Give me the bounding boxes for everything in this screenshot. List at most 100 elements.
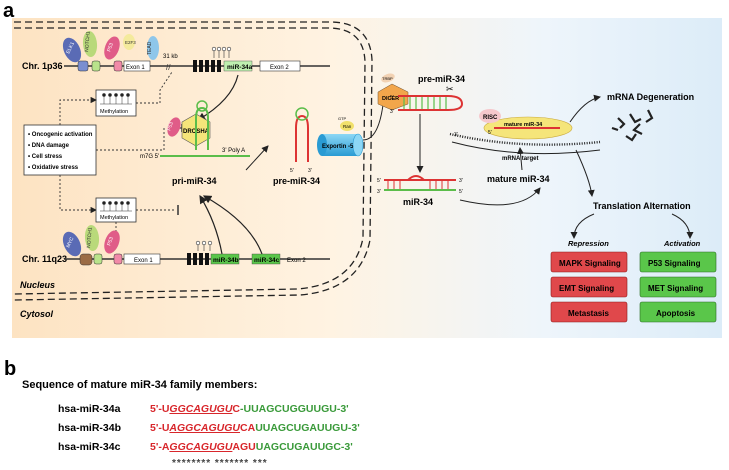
activation-box [639,276,717,298]
svg-text:mature miR-34: mature miR-34 [504,122,543,128]
risc-label: RISC [483,115,498,121]
mir34-duplex-label: miR-34 [403,197,433,207]
svg-text:Exon 2: Exon 2 [287,258,306,264]
sequence: 5'-UAGGCAGUGUCAUUAGCUGAUUGU-3' [150,422,360,434]
svg-text:✂: ✂ [446,84,454,94]
risc-complex: RISC mature miR-34 5' [479,109,573,140]
stress-list: • Oncogenic activation • DNA damage • Ce… [28,132,93,171]
chr11-cpg-island [187,253,209,265]
pri-mir-label: pri-miR-34 [172,176,217,186]
stress-item: • DNA damage [28,143,70,149]
nuclear-envelope-outer [13,21,373,301]
svg-text:5': 5' [390,95,394,101]
stress-item: • Oncogenic activation [28,132,93,138]
sequence: 5'-UGGCAGUGUC-UUAGCUGGUUGU-3' [150,403,349,415]
repression-list: MAPK Signaling EMT Signaling Metastasis [550,251,628,323]
svg-text:5': 5' [459,189,463,195]
mir34a-gene [223,60,253,72]
panel-b-label: b [4,358,17,380]
stress-box [23,124,97,176]
ran-gtp: Ran GTP [338,116,354,131]
svg-text:5': 5' [377,178,381,184]
chr1-methyl-pins [211,46,232,58]
stress-item: • Cell stress [28,154,63,160]
activation-title: Activation [663,239,701,248]
repression-box [550,301,628,323]
cytosol-label: Cytosol [20,309,54,319]
repression-item: Metastasis [568,309,609,318]
chr11-transcription-factors: MYC NOTCH1 P53 [62,225,120,257]
mir34-duplex: 5' 3' 3' 5' [377,175,463,195]
chr1-cpg-island [193,60,221,72]
mrna-degeneration-label: mRNA Degeneration [607,92,694,102]
svg-text:TEAD: TEAD [147,41,153,55]
repression-item: MAPK Signaling [559,259,621,268]
pre-mir-hairpin-nucleus [295,114,309,162]
svg-text:ELK1: ELK1 [65,41,76,55]
pri-mir-hairpin [195,106,209,150]
nucleus-label: Nucleus [20,280,55,290]
pre-mir-nucleus-label: pre-miR-34 [273,176,320,186]
methylation-label-2: Methylation [100,215,128,221]
svg-text:3': 3' [377,189,381,195]
chr1-exon1 [123,60,151,72]
svg-text:Ran: Ran [343,124,352,129]
pre-mir-cyto-label: pre-miR-34 [418,74,465,84]
activation-item: Apoptosis [656,309,696,318]
chr1-exon1-label: Exon 1 [126,65,145,71]
svg-text:P53: P53 [106,236,115,247]
dicer: DICER TRBP [377,73,409,111]
svg-text:E2F3: E2F3 [125,40,136,45]
svg-text:Exon 1: Exon 1 [134,258,153,264]
sequence: 5'-AGGCAGUGUAGUUAGCUGAUUGC-3' [150,441,353,453]
methylation-label-1: Methylation [100,109,128,115]
svg-text:TRBP: TRBP [382,76,393,81]
mrna-target-label: mRNA target [502,156,538,162]
nuclear-envelope-inner [13,27,366,295]
repression-title: Repression [568,239,609,248]
svg-text:3': 3' [454,132,458,138]
pre-mir-duplex-cyto: 5' 3' [390,95,464,115]
mrna-target-strand [449,132,601,146]
chr1-exon2 [259,60,301,72]
chr1-promoter-box-3 [113,60,123,72]
svg-text://: // [166,63,171,72]
svg-text:GTP: GTP [338,116,347,121]
conservation-stars: ******** ******* *** [172,458,268,469]
activation-box [639,251,717,273]
mir34b-gene [210,253,240,265]
chr1-exon2-label: Exon 2 [270,65,289,71]
chr1-transcription-factors: ELK1 NOTCH1 P53 E2F3 TEAD [62,31,159,63]
svg-text:P53: P53 [166,121,175,132]
sequence-name: hsa-miR-34c [58,441,121,453]
svg-text:5': 5' [488,130,492,136]
svg-text:MYC: MYC [65,236,75,249]
repression-box [550,276,628,298]
svg-text:3': 3' [459,178,463,184]
svg-text:NOTCH1: NOTCH1 [84,31,92,52]
dicer-label: DICER [382,96,399,102]
degraded-mrna-fragments [611,109,654,142]
mir34c-gene [251,253,281,265]
activation-item: P53 Signaling [648,259,701,268]
svg-text:P53: P53 [106,42,115,53]
exportin-5: Exportin -5 [317,133,364,157]
svg-text:3': 3' [390,109,394,115]
svg-text:miR-34c: miR-34c [254,257,280,264]
panel-a-label: a [3,0,15,22]
chr1-promoter-box-2 [91,60,101,72]
translation-alternation-label: Translation Alternation [593,201,691,211]
svg-text:Exportin -5: Exportin -5 [322,144,354,150]
chr1-label: Chr. 1p36 [22,61,63,71]
svg-text:3': 3' [308,168,312,174]
polya-label: 3' Poly A [222,148,245,154]
repression-box [550,251,628,273]
sequence-name: hsa-miR-34b [58,422,122,434]
p53-factor [167,117,181,137]
chr1-kb-label: 31 kb [163,54,178,60]
stress-item: • Oxidative stress [28,165,79,171]
activation-box [639,301,717,323]
chr1-promoter-box-1 [77,60,89,72]
chr11-exon1 [123,253,161,265]
